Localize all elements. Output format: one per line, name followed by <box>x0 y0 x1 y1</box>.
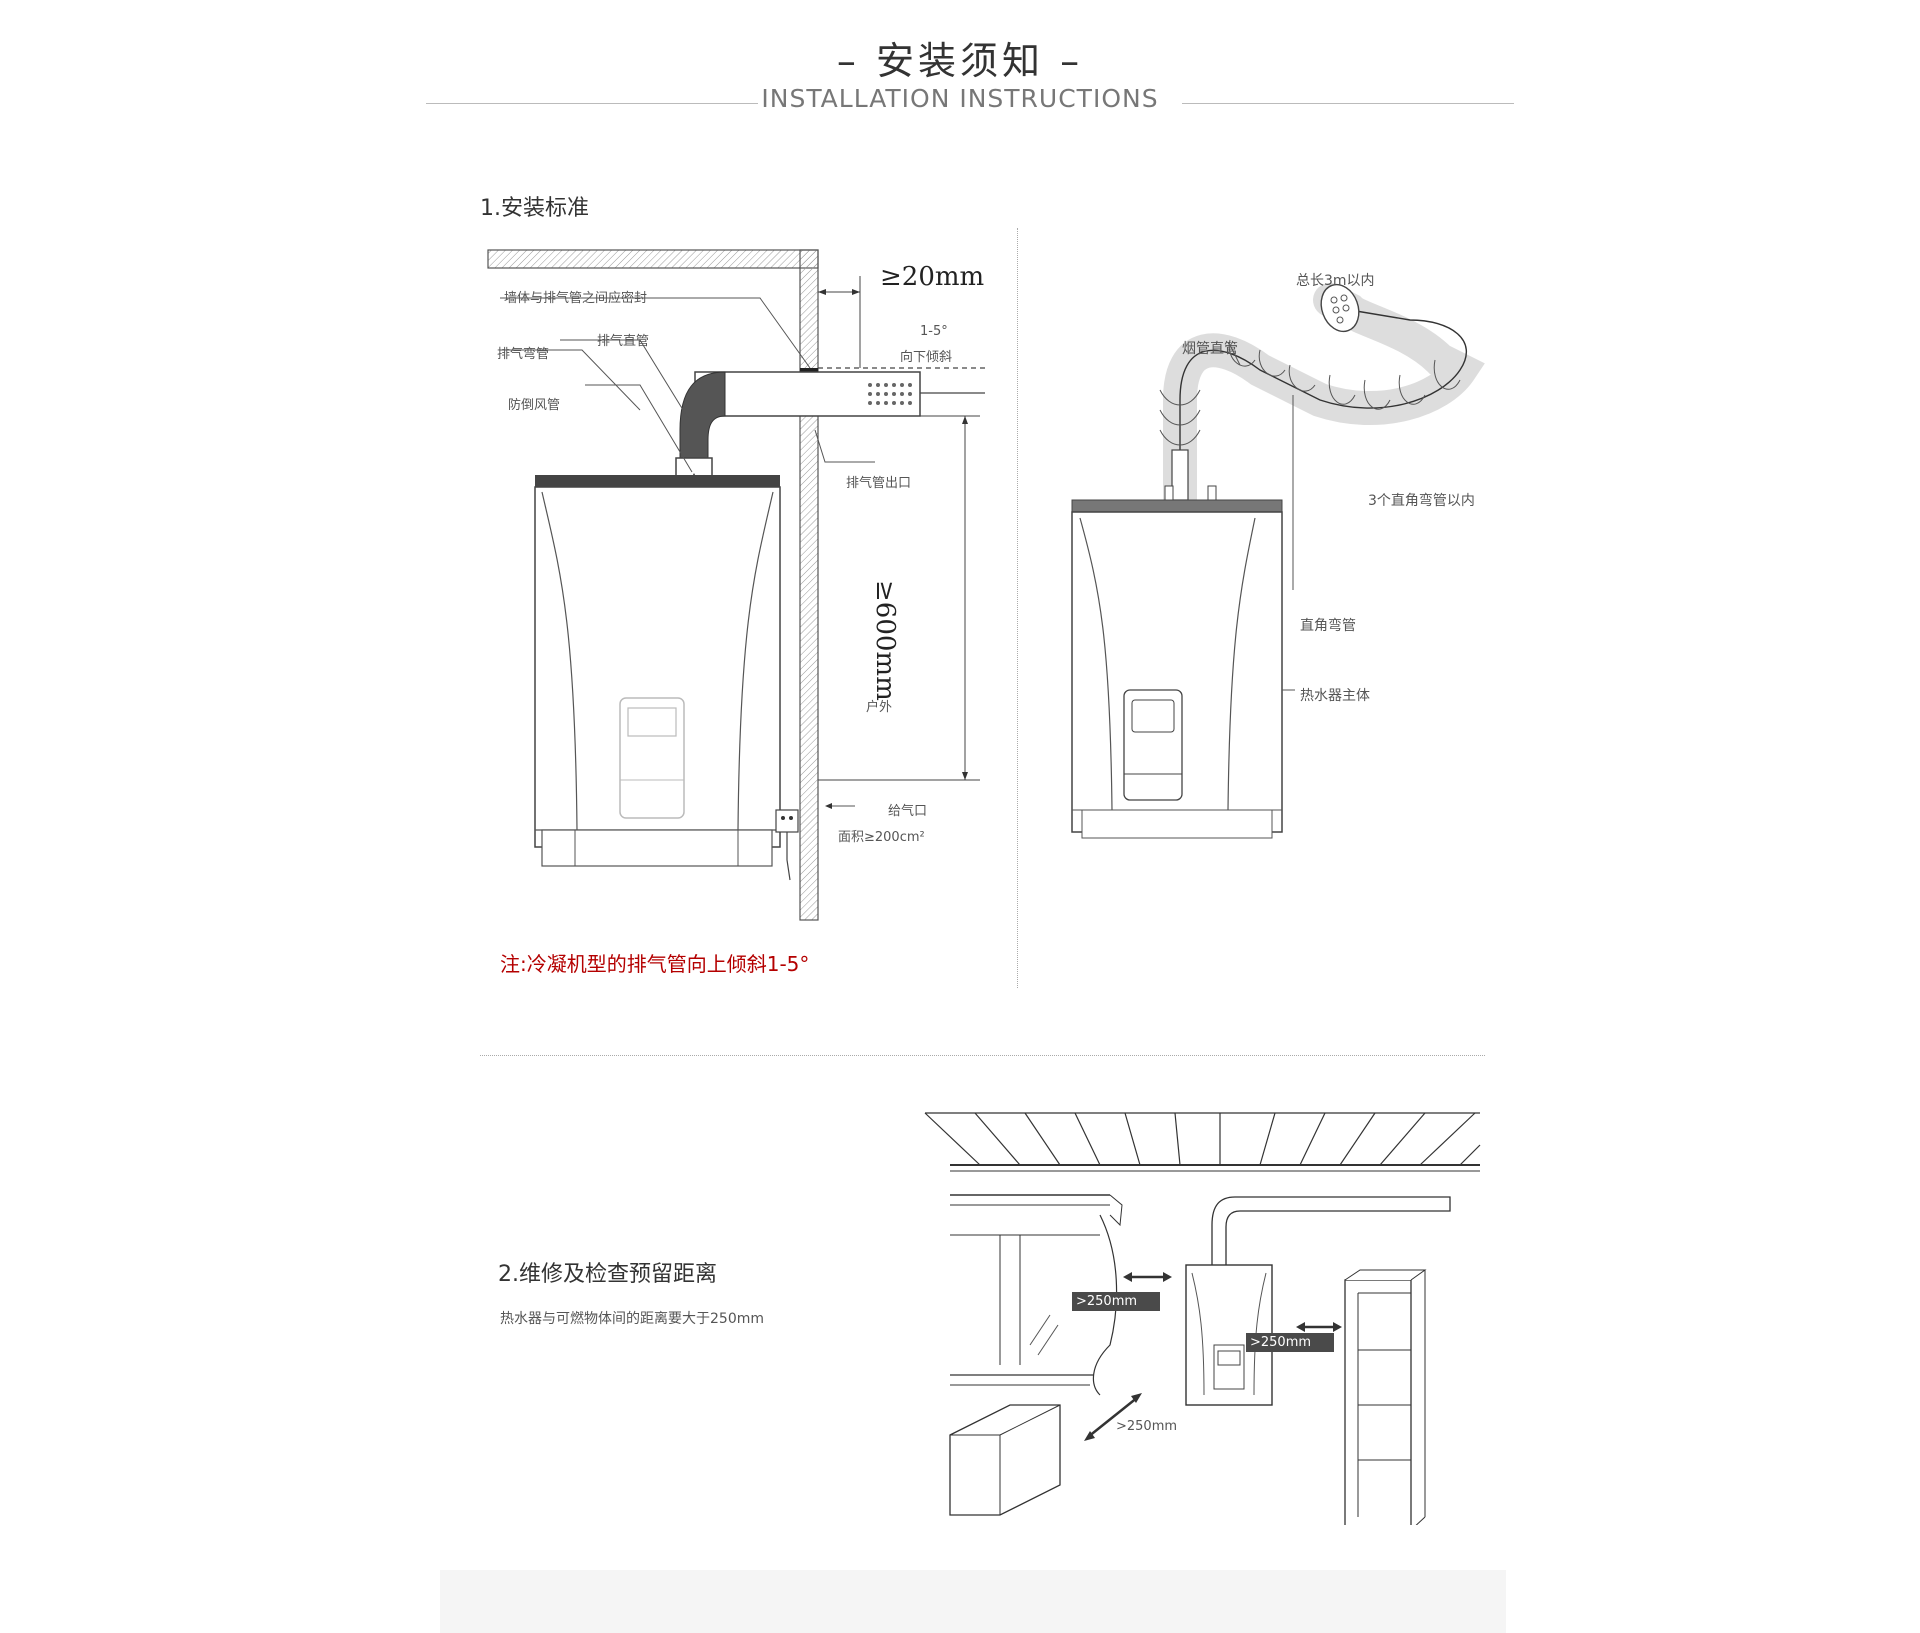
label-slope-range: 1-5° <box>920 324 948 339</box>
label-exhaust-outlet: 排气管出口 <box>846 476 912 491</box>
leader-wall-seal <box>500 297 811 369</box>
label-slope-text: 向下倾斜 <box>900 350 953 365</box>
page-title: – 安装须知 – <box>836 39 1084 83</box>
header-divider-right <box>1182 103 1514 104</box>
clearance-diagram <box>924 1112 1481 1525</box>
label-exhaust-elbow: 排气弯管 <box>497 347 550 362</box>
power-plug <box>775 809 799 833</box>
ceiling-hatch <box>487 249 819 269</box>
heater2-top-cap <box>1071 499 1283 513</box>
label-dim-600mm: ≥600mm <box>870 580 900 701</box>
section2-title: 2.维修及检查预留距离 <box>498 1262 717 1287</box>
flue-routing-diagram <box>1071 283 1485 839</box>
label-air-inlet: 给气口 <box>888 804 928 819</box>
exhaust-elbow <box>679 371 726 461</box>
label-exhaust-straight: 排气直管 <box>597 334 650 349</box>
label-flue-straight: 烟管直管 <box>1182 341 1238 357</box>
clearance-label-front: >250mm <box>1116 1419 1178 1434</box>
heater-top-cap <box>535 475 780 487</box>
label-outdoor: 户外 <box>866 700 893 715</box>
arrow-front <box>1087 1396 1139 1438</box>
cabinet <box>1344 1279 1412 1525</box>
section1-title: 1.安装标准 <box>480 196 589 221</box>
clearance-label-left: >250mm <box>1072 1292 1160 1311</box>
section2-description: 热水器与可燃物体间的距离要大于250mm <box>500 1311 764 1327</box>
label-right-angle-elbow: 直角弯管 <box>1300 618 1356 634</box>
outlet-holes <box>868 383 912 405</box>
label-heater-body: 热水器主体 <box>1300 688 1370 704</box>
section1-vertical-divider <box>1017 228 1018 988</box>
ceiling-perspective-lines <box>924 1112 1481 1166</box>
label-total-length: 总长3m以内 <box>1296 273 1375 289</box>
label-inlet-area: 面积≥200cm² <box>838 830 925 845</box>
flue-pipe-end <box>1320 283 1360 333</box>
wall-hatch <box>799 249 819 921</box>
header-divider-left <box>426 103 758 104</box>
footer-bar <box>440 1570 1506 1633</box>
installation-standard-diagram <box>487 249 985 921</box>
section1-note: 注:冷凝机型的排气管向上倾斜1-5° <box>500 952 810 976</box>
label-wall-seal: 墙体与排气管之间应密封 <box>504 291 648 306</box>
label-elbow-limit: 3个直角弯管以内 <box>1368 493 1475 509</box>
label-dim-20mm: ≥20mm <box>880 262 985 292</box>
box <box>949 1404 1061 1516</box>
page-subtitle: INSTALLATION INSTRUCTIONS <box>761 84 1159 113</box>
label-anti-backdraft: 防倒风管 <box>508 398 561 413</box>
section-separator <box>480 1055 1485 1056</box>
clearance-label-right: >250mm <box>1246 1333 1334 1352</box>
flue-pipe2 <box>1211 1196 1451 1265</box>
flue-pipe <box>1179 309 1467 500</box>
